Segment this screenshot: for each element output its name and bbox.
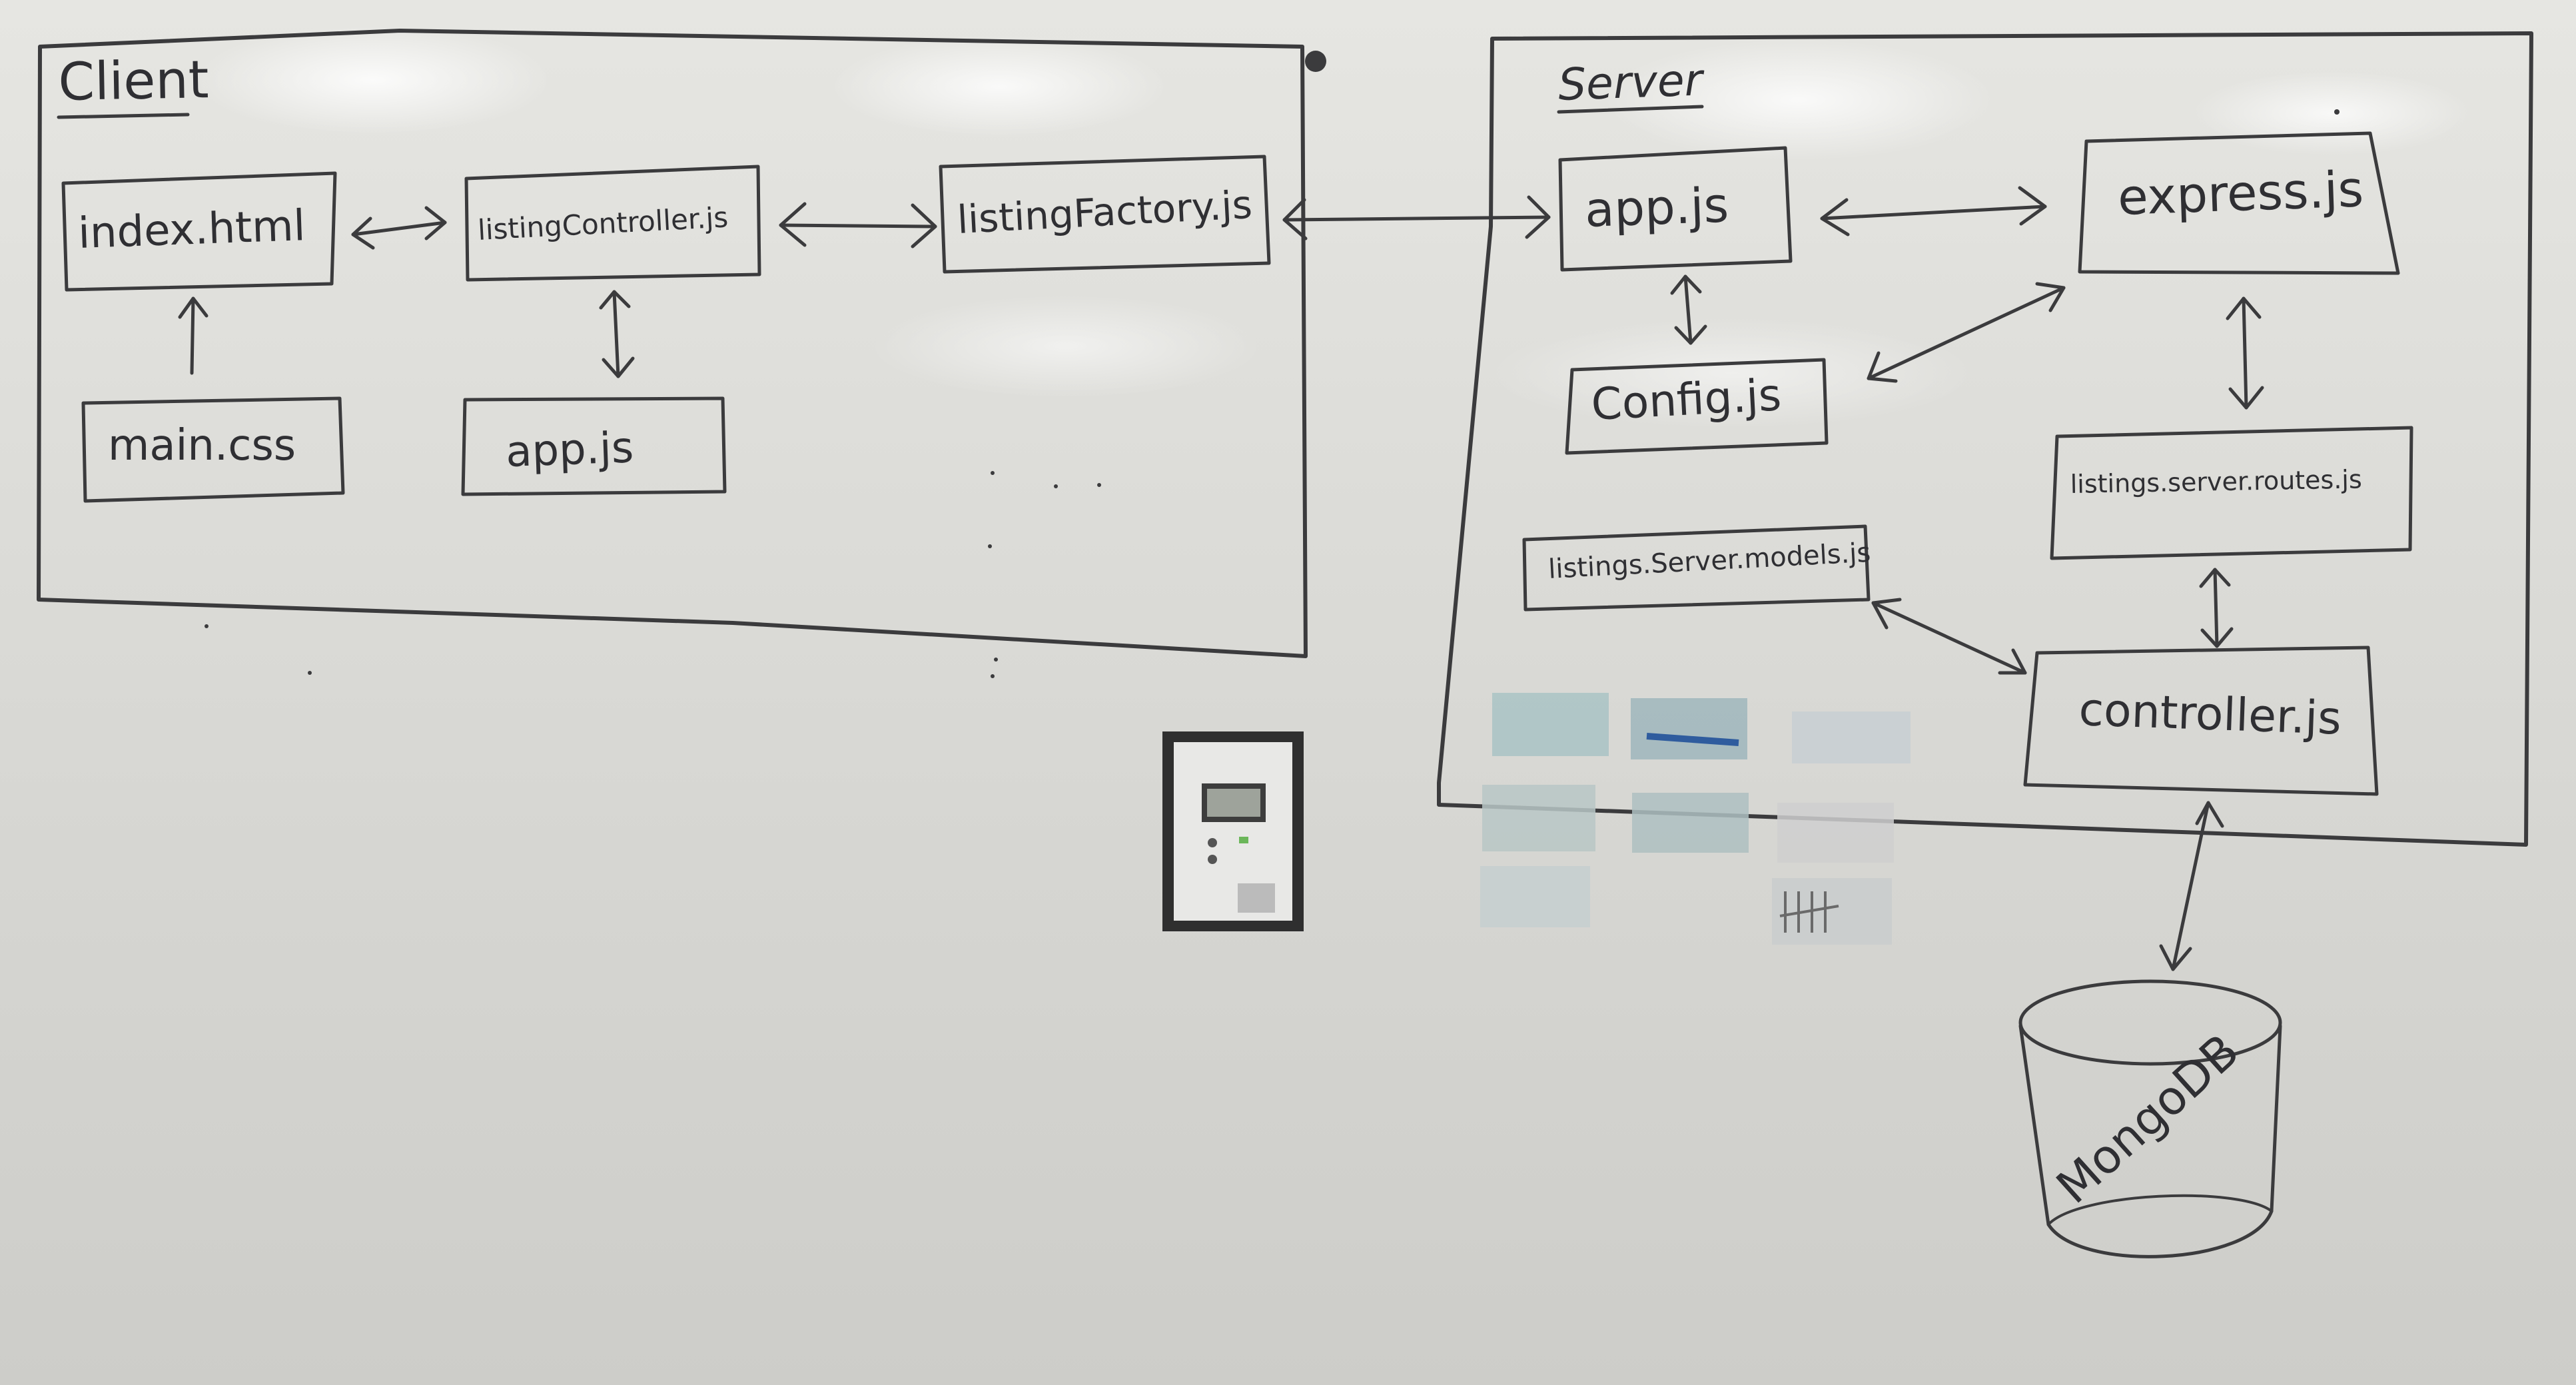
svg-text:listings.server.routes.js: listings.server.routes.js — [2070, 464, 2362, 499]
arrow-models-controller — [1871, 598, 2027, 675]
arrow-routes-controller — [2199, 568, 2234, 648]
server-label-underline — [1557, 105, 1704, 114]
node-controller-js: controller.js — [2023, 646, 2379, 796]
svg-text:main.css: main.css — [108, 421, 296, 470]
node-server-app-js: app.js — [1558, 146, 1793, 272]
server-region-border — [1437, 31, 2533, 847]
node-models-js: listings.Server.models.js — [1522, 524, 1871, 612]
arrow-appjs-config — [1670, 274, 1707, 345]
node-client-app-js: app.js — [461, 396, 727, 496]
arrow-express-routes — [2226, 296, 2264, 410]
svg-text:app.js: app.js — [505, 423, 634, 477]
tape-remnants — [1480, 693, 1911, 945]
svg-text:controller.js: controller.js — [2078, 684, 2342, 745]
svg-text:app.js: app.js — [1584, 177, 1730, 238]
arrow-controller-mongodb — [2159, 801, 2224, 971]
node-config-js: Config.js — [1565, 358, 1829, 455]
node-listing-factory: listingFactory.js — [939, 155, 1271, 274]
client-region-label: Client — [58, 50, 209, 113]
arrow-factory-server-app — [1282, 195, 1551, 240]
svg-text:index.html: index.html — [77, 201, 306, 258]
marker-speckles — [205, 51, 2340, 678]
svg-text:listings.Server.models.js: listings.Server.models.js — [1547, 538, 1871, 585]
node-main-css: main.css — [81, 396, 345, 503]
mongodb-label: MongoDB — [2046, 1023, 2250, 1214]
svg-text:listingController.js: listingController.js — [477, 201, 729, 246]
svg-text:listingFactory.js: listingFactory.js — [956, 182, 1253, 242]
database-cylinder-icon: MongoDB — [2018, 979, 2282, 1258]
arrow-controller-appjs — [599, 290, 635, 378]
svg-text:Config.js: Config.js — [1590, 369, 1783, 430]
svg-text:express.js: express.js — [2117, 161, 2365, 227]
client-label-underline — [57, 113, 190, 119]
node-index-html: index.html — [61, 171, 337, 292]
node-routes-js: listings.server.routes.js — [2050, 426, 2413, 560]
arrow-express-config — [1867, 282, 2066, 383]
thermostat-icon — [1162, 731, 1304, 931]
arrow-main-index — [178, 296, 209, 375]
arrow-controller-factory — [779, 202, 937, 248]
client-region-border — [37, 29, 1308, 658]
arrow-index-controller — [351, 206, 447, 250]
node-listing-controller: listingController.js — [464, 165, 761, 282]
arrow-appjs-express — [1820, 186, 2047, 236]
server-region-label: Server — [1557, 54, 1706, 111]
node-express-js: express.js — [2078, 131, 2400, 275]
